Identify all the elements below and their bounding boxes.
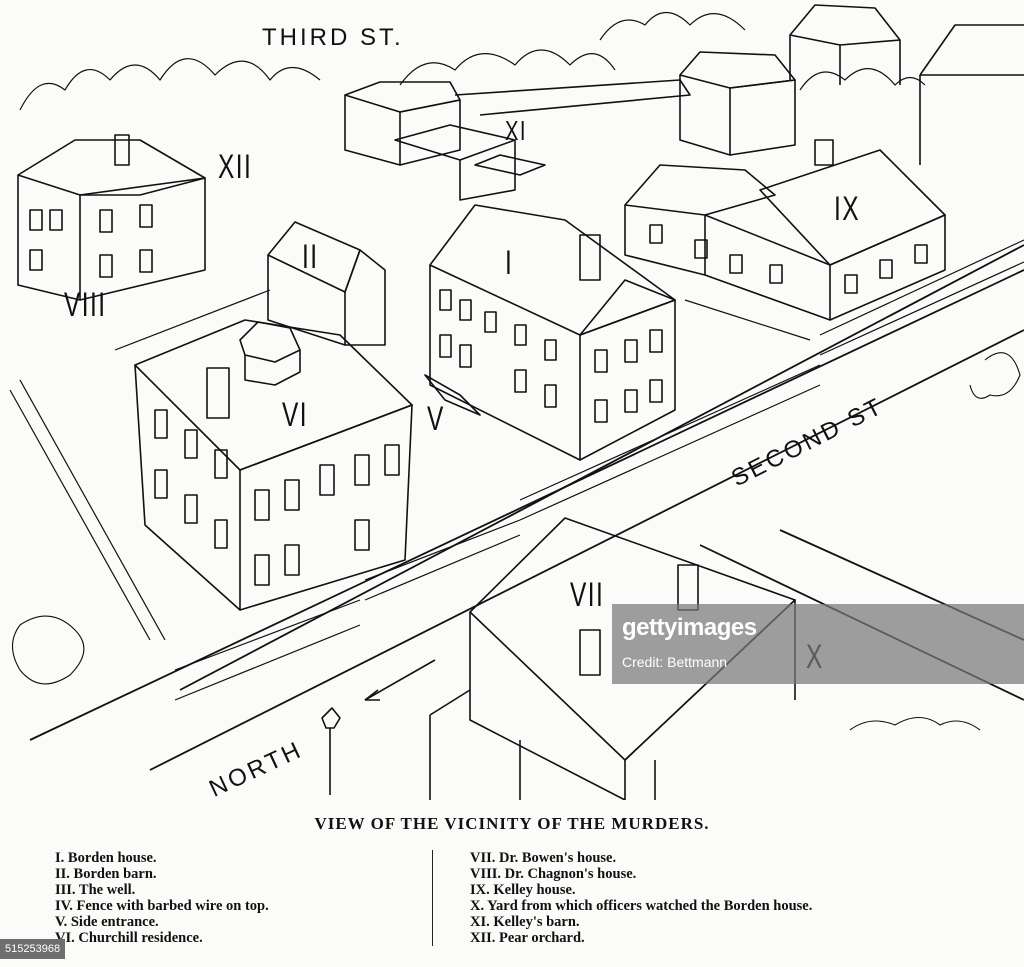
marker-vi: VI — [282, 396, 309, 434]
foliage-right — [11, 352, 1021, 731]
legend-item: II. Borden barn. — [55, 866, 157, 882]
legend-item: XI. Kelley's barn. — [470, 914, 580, 930]
lamp-post — [321, 707, 341, 795]
legend-item: VIII. Dr. Chagnon's house. — [470, 866, 637, 882]
building-borden-house — [424, 204, 676, 461]
marker-v: V — [427, 400, 445, 438]
legend-item: X. Yard from which officers watched the … — [470, 898, 813, 914]
legend-item: III. The well. — [55, 882, 136, 898]
legend-left-column: I. Borden house. II. Borden barn. III. T… — [55, 850, 269, 946]
building-top-right — [679, 4, 1024, 165]
building-kelley-house — [624, 139, 946, 321]
marker-i: I — [505, 244, 514, 282]
building-pear-orchard-house — [17, 134, 206, 301]
legend-item: VI. Churchill residence. — [55, 930, 203, 946]
fence-lines — [9, 239, 1024, 701]
marker-xi: XI — [505, 115, 527, 146]
legend-item: IV. Fence with barbed wire on top. — [55, 898, 269, 914]
marker-viii: VIII — [64, 286, 107, 324]
legend-right-column: VII. Dr. Bowen's house. VIII. Dr. Chagno… — [470, 850, 812, 946]
legend-item: XII. Pear orchard. — [470, 930, 585, 946]
legend-divider — [432, 850, 433, 946]
legend-item: V. Side entrance. — [55, 914, 159, 930]
building-churchill-residence — [134, 319, 413, 611]
building-borden-barn — [267, 221, 386, 346]
tree-line — [19, 11, 926, 111]
image-id-badge: 515253968 — [0, 939, 66, 959]
legend-item: I. Borden house. — [55, 850, 157, 866]
caption-title: VIEW OF THE VICINITY OF THE MURDERS. — [314, 814, 710, 833]
watermark-credit: Credit: Bettmann — [622, 654, 728, 670]
building-kelley-barn — [344, 79, 691, 201]
marker-xii: XII — [218, 148, 253, 186]
north-arrow — [364, 659, 436, 701]
legend-item: IX. Kelley house. — [470, 882, 576, 898]
vicinity-map-drawing — [9, 4, 1024, 800]
marker-ix: IX — [834, 190, 861, 228]
street-label-third: THIRD ST. — [262, 24, 404, 51]
marker-vii: VII — [570, 576, 605, 614]
watermark-overlay: gettyimages Credit: Bettmann — [612, 604, 1024, 684]
watermark-brand: gettyimages — [622, 614, 757, 641]
marker-ii: II — [302, 238, 319, 276]
legend-item: VII. Dr. Bowen's house. — [470, 850, 617, 866]
street-lines — [29, 244, 1024, 771]
